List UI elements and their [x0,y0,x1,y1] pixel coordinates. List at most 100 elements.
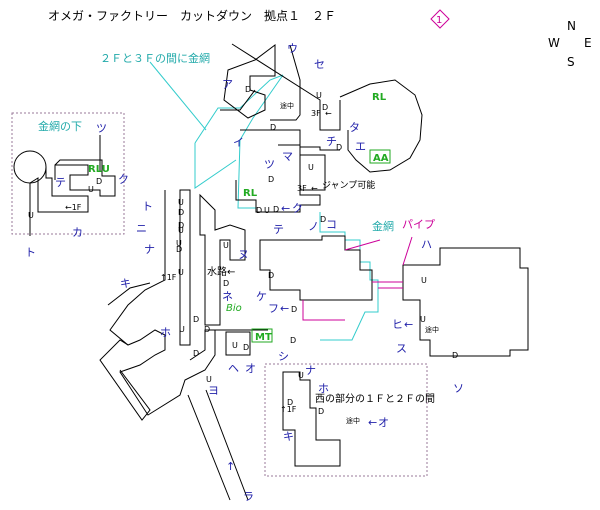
svg-text:D: D [270,123,276,132]
svg-text:U: U [179,325,185,334]
svg-text:シ: シ [278,350,289,363]
svg-text:ケ: ケ [256,290,267,303]
compass-west: W [548,36,560,50]
note-bio: Bio [226,303,242,314]
svg-text:ト: ト [142,200,153,213]
svg-text:カ: カ [72,226,83,239]
svg-text:D: D [176,245,182,254]
svg-text:ノ: ノ [308,220,319,233]
svg-text:ニ: ニ [136,222,147,235]
note-water: 水路← [207,265,235,278]
note-fence: 金網 [372,219,394,233]
svg-text:D: D [96,177,102,186]
svg-text:D: D [256,206,262,215]
svg-text:D: D [290,336,296,345]
pipe-lines: パイプ [302,218,435,321]
svg-text:ク: ク [292,202,303,215]
svg-text:ス: ス [396,342,407,355]
svg-text:ヒ: ヒ [392,318,403,331]
svg-text:キ: キ [120,277,131,290]
svg-text:途中: 途中 [280,101,294,110]
note-jump: ジャンプ可能 [322,179,375,191]
marker-rl-mid: RL [243,188,258,199]
svg-text:↑1F: ↑1F [160,273,177,282]
map-title: オメガ・ファクトリー カットダウン 拠点１ ２Ｆ [48,8,336,23]
note-pipe: パイプ [402,218,435,231]
svg-text:←: ← [281,202,290,215]
svg-text:1: 1 [436,15,442,26]
svg-text:ア: ア [222,78,233,91]
svg-text:D: D [268,271,274,280]
svg-text:イ: イ [233,136,244,149]
svg-text:ツ: ツ [96,122,107,135]
svg-text:↑: ↑ [226,460,235,473]
fence-lines: ２Ｆと３Ｆの間に金網 金網 [100,51,394,341]
svg-text:U: U [316,91,322,100]
svg-text:タ: タ [349,121,360,134]
svg-text:D: D [320,215,326,224]
svg-text:D: D [243,343,249,352]
svg-text:ネ: ネ [222,290,233,303]
svg-text:U: U [176,239,182,248]
svg-text:ハ: ハ [421,238,432,251]
svg-text:U: U [178,198,184,207]
svg-text:3F: 3F [297,184,307,193]
svg-text:D: D [273,205,279,214]
svg-text:U: U [420,315,426,324]
svg-text:D: D [178,208,184,217]
svg-text:D: D [268,175,274,184]
svg-text:テ: テ [273,223,284,236]
svg-text:3F: 3F [311,109,321,118]
svg-text:←: ← [368,416,377,429]
svg-text:D: D [291,305,297,314]
marker-mt: MT [255,332,272,343]
svg-text:コ: コ [326,218,337,231]
svg-text:D: D [223,279,229,288]
marker-aa: AA [373,153,389,164]
svg-text:ソ: ソ [453,382,464,395]
svg-text:D: D [193,349,199,358]
svg-text:U: U [28,211,34,220]
svg-text:ヘ: ヘ [228,362,239,375]
svg-text:D: D [287,398,293,407]
svg-text:↑1F: ↑1F [280,405,297,414]
svg-text:D: D [318,407,324,416]
inset-west-part: ナ U ホ 西の部分の１Ｆと２Ｆの間 D D ↑1F キ 途中 ← オ [264,363,435,477]
svg-text:U: U [88,185,94,194]
compass-south: S [567,55,575,69]
svg-text:D: D [336,143,342,152]
svg-text:フ: フ [268,302,279,315]
marker-rl-east: RL [372,92,387,103]
svg-text:エ: エ [355,140,366,153]
svg-text:D: D [193,315,199,324]
svg-text:←: ← [280,302,289,315]
svg-text:ホ: ホ [318,382,329,395]
svg-text:D: D [452,351,458,360]
svg-text:←: ← [311,184,318,193]
svg-text:U: U [206,375,212,384]
svg-text:D: D [245,85,251,94]
note-fence-23: ２Ｆと３Ｆの間に金網 [100,51,210,65]
svg-text:ホ: ホ [160,326,171,339]
svg-text:RLU: RLU [88,164,110,175]
svg-text:U: U [223,241,229,250]
compass-north: N [567,19,576,33]
floor-badge: 1 [430,9,450,29]
svg-text:←1F: ←1F [65,203,82,212]
svg-text:チ: チ [326,135,337,148]
svg-text:U: U [264,206,270,215]
svg-text:金網の下: 金網の下 [38,119,82,133]
svg-text:マ: マ [282,150,293,163]
svg-text:ウ: ウ [287,42,298,55]
svg-text:ヌ: ヌ [238,248,249,261]
svg-text:U: U [178,268,184,277]
svg-text:ラ: ラ [243,490,254,503]
green-markers: RL AA RL MT [243,92,391,343]
svg-text:U: U [298,371,304,380]
svg-text:←: ← [325,109,332,118]
point-labels: ウ セ ア D 途中 U D 3F ← タ チ D エ D イ ツ マ U 3F… [120,42,464,503]
svg-text:U: U [178,226,184,235]
compass-east: E [584,36,592,50]
